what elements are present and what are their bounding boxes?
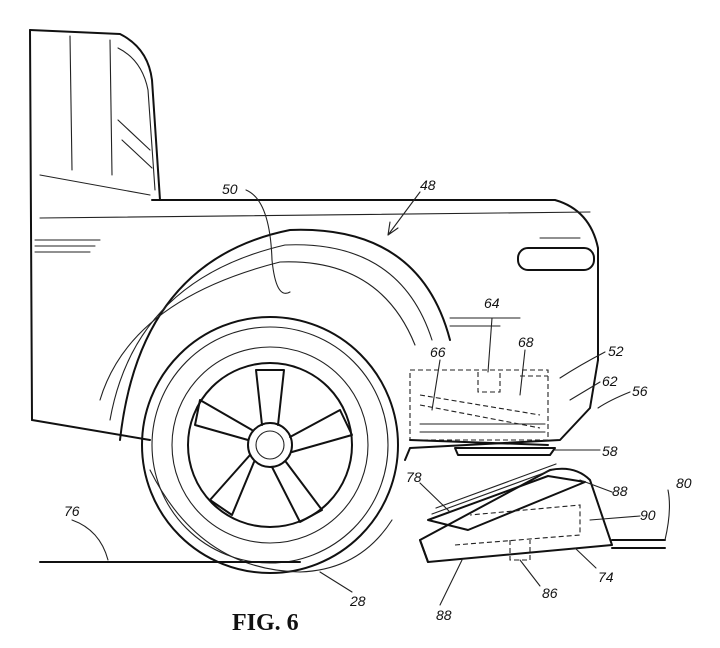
ref-86: 86 bbox=[542, 585, 558, 601]
ref-48: 48 bbox=[420, 177, 436, 193]
ref-90: 90 bbox=[640, 507, 656, 523]
ref-68: 68 bbox=[518, 334, 534, 350]
ref-52: 52 bbox=[608, 343, 624, 359]
vehicle-body bbox=[29, 29, 599, 461]
figure-label: FIG. 6 bbox=[232, 610, 299, 636]
ref-88-top: 88 bbox=[612, 483, 628, 499]
charging-pad-74 bbox=[419, 463, 671, 563]
ref-56: 56 bbox=[632, 383, 648, 399]
ref-80: 80 bbox=[676, 475, 692, 491]
ref-50: 50 bbox=[222, 181, 238, 197]
ref-62: 62 bbox=[602, 373, 618, 389]
ref-58: 58 bbox=[602, 443, 618, 459]
ref-66: 66 bbox=[430, 344, 446, 360]
wheel-28 bbox=[141, 316, 399, 574]
ground-76 bbox=[39, 519, 301, 563]
leader-lines bbox=[319, 191, 641, 606]
ref-76: 76 bbox=[64, 503, 80, 519]
ref-74: 74 bbox=[598, 569, 614, 585]
reference-numerals: 50 48 64 66 68 52 62 56 58 78 88 80 90 7… bbox=[64, 177, 692, 623]
ref-64: 64 bbox=[484, 295, 500, 311]
ref-78: 78 bbox=[406, 469, 422, 485]
charging-receiver-52 bbox=[409, 369, 556, 456]
ref-88-bottom: 88 bbox=[436, 607, 452, 623]
ref-28: 28 bbox=[349, 593, 366, 609]
